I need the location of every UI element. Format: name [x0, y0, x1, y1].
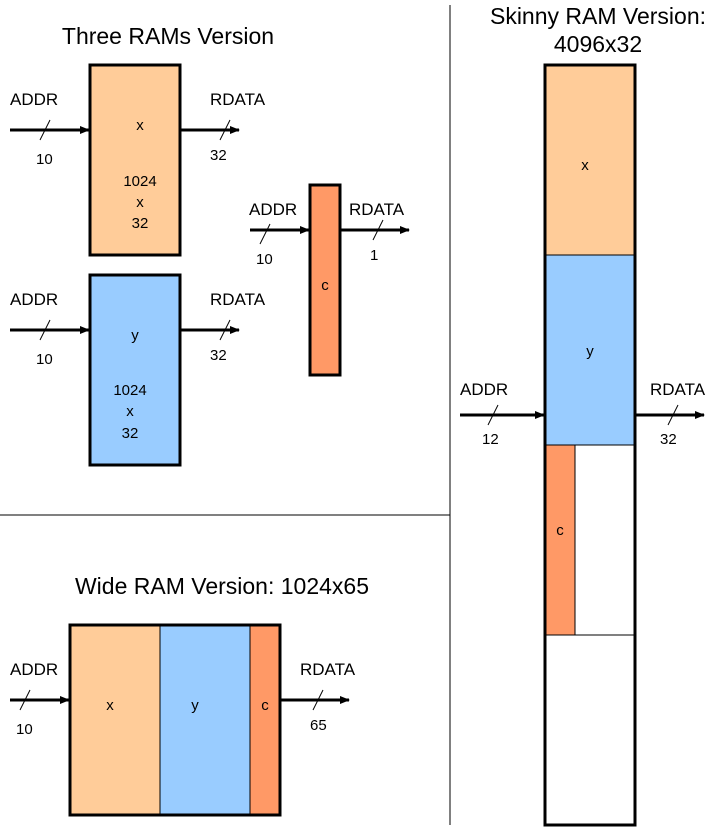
skinny-ram-c-region [544, 444, 576, 636]
wide-ram-section: Wide RAM Version: 1024x65 x y c ADDR 10 … [10, 573, 369, 817]
ram-c-addr-width: 10 [256, 251, 273, 268]
wide-ram-x-field [69, 624, 161, 816]
wide-ram-title: Wide RAM Version: 1024x65 [75, 573, 369, 599]
ram-c-addr-label: ADDR [249, 200, 297, 219]
ram-x-box [88, 63, 182, 257]
ram-x-size-x: x [136, 194, 144, 211]
ram-x-addr-label: ADDR [10, 90, 58, 109]
ram-x-cell-label: x [136, 117, 144, 134]
ram-c-rdata-bus-slash [372, 219, 384, 241]
ram-x-rdata-width: 32 [210, 147, 227, 164]
three-rams-title: Three RAMs Version [62, 23, 274, 49]
three-rams-section: Three RAMs Version x 1024 x 32 ADDR 10 R… [10, 23, 410, 467]
ram-x: x 1024 x 32 ADDR 10 RDATA 32 [10, 63, 266, 257]
ram-c-addr-bus-slash [259, 223, 271, 245]
wide-ram-addr-bus-slash [19, 689, 31, 711]
skinny-ram-x-region [544, 64, 636, 256]
wide-ram-box [68, 623, 282, 817]
skinny-ram-rdata-label: RDATA [650, 380, 706, 399]
skinny-ram-x-label: x [581, 157, 589, 174]
ram-y-rdata-width: 32 [210, 347, 227, 364]
ram-y-addr-width: 10 [36, 351, 53, 368]
ram-y-box [88, 273, 182, 467]
ram-x-rdata-label: RDATA [210, 90, 266, 109]
skinny-ram-rdata-width: 32 [660, 431, 677, 448]
ram-y-size-x: x [126, 403, 134, 420]
skinny-ram-addr-width: 12 [482, 431, 499, 448]
skinny-ram-c-label: c [556, 522, 564, 539]
skinny-ram-addr-bus-slash [487, 404, 499, 426]
wide-ram-rdata-width: 65 [310, 717, 327, 734]
wide-ram-y-field [159, 624, 251, 816]
wide-ram-addr-label: ADDR [10, 660, 58, 679]
wide-ram-c-label: c [261, 697, 269, 714]
ram-y-rdata-bus-slash [219, 319, 231, 341]
skinny-ram-section: Skinny RAM Version: 4096x32 x y c ADDR 1… [460, 3, 706, 827]
ram-x-addr-bus-slash [39, 119, 51, 141]
ram-c-box [308, 183, 342, 377]
skinny-ram-y-region [544, 254, 636, 446]
wide-ram-addr-width: 10 [16, 721, 33, 738]
ram-y-addr-label: ADDR [10, 290, 58, 309]
skinny-ram-box [543, 63, 637, 827]
skinny-ram-empty-region [544, 634, 636, 826]
ram-y-size-width: 32 [122, 425, 139, 442]
skinny-ram-title: Skinny RAM Version: [490, 3, 706, 29]
skinny-ram-addr-label: ADDR [460, 380, 508, 399]
ram-c-rdata-label: RDATA [349, 200, 405, 219]
ram-y-rdata-label: RDATA [210, 290, 266, 309]
skinny-ram-rdata-bus-slash [667, 404, 679, 426]
wide-ram-rdata-label: RDATA [300, 660, 356, 679]
ram-y-cell-label: y [131, 327, 139, 344]
wide-ram-x-label: x [106, 697, 114, 714]
ram-c-cell-label: c [321, 277, 329, 294]
ram-x-addr-width: 10 [36, 151, 53, 168]
skinny-ram-subtitle: 4096x32 [554, 31, 642, 57]
wide-ram-rdata-bus-slash [312, 689, 324, 711]
ram-y: y 1024 x 32 ADDR 10 RDATA 32 [10, 273, 266, 467]
ram-x-size-width: 32 [132, 215, 149, 232]
ram-c-rdata-width: 1 [370, 247, 378, 264]
ram-x-rdata-bus-slash [219, 119, 231, 141]
ram-y-addr-bus-slash [39, 319, 51, 341]
wide-ram-y-label: y [191, 697, 199, 714]
ram-c: c ADDR 10 RDATA 1 [249, 183, 410, 377]
skinny-ram-y-label: y [586, 343, 594, 360]
wide-ram-c-field [249, 624, 281, 816]
ram-y-size-rows: 1024 [113, 382, 146, 399]
ram-x-size-rows: 1024 [123, 173, 156, 190]
